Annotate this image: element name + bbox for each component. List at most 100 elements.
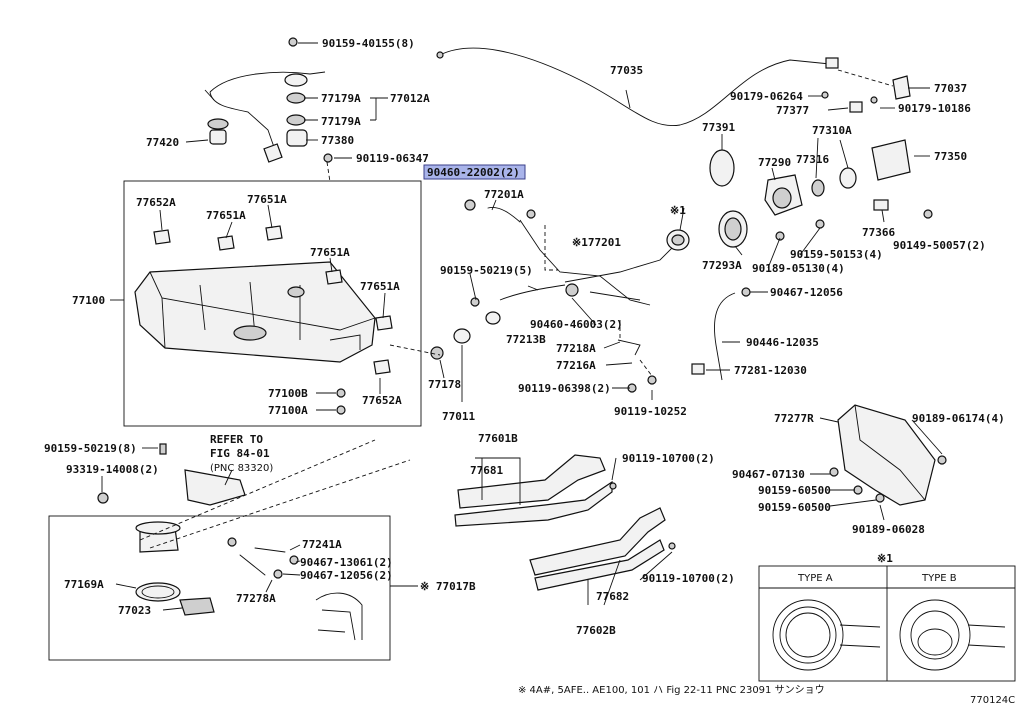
label-93319-14008[interactable]: 93319-14008(2) — [66, 463, 159, 476]
type-a-illustration — [772, 599, 881, 671]
label-77201A[interactable]: 77201A — [484, 188, 524, 201]
label-77601B[interactable]: 77601B — [478, 432, 518, 445]
figure-code: 770124C — [970, 695, 1015, 706]
label-77241A[interactable]: 77241A — [302, 538, 342, 551]
label-77012A[interactable]: 77012A — [390, 92, 430, 105]
label-refer-to: REFER TO — [210, 433, 263, 446]
label-77017B[interactable]: ※ 77017B — [420, 580, 476, 593]
label-77035[interactable]: 77035 — [610, 64, 643, 77]
label-90189-06028[interactable]: 90189-06028 — [852, 523, 925, 536]
label-77380[interactable]: 77380 — [321, 134, 354, 147]
fuel-door-housing — [709, 91, 933, 297]
tank-pad-6 — [373, 359, 391, 375]
label-77420[interactable]: 77420 — [146, 136, 179, 149]
label-77681[interactable]: 77681 — [470, 464, 503, 477]
label-90119-10700-lower[interactable]: 90119-10700(2) — [642, 572, 735, 585]
leader-lines — [101, 42, 943, 611]
label-90460-22002[interactable]: 90460-22002(2) — [427, 166, 520, 179]
label-77100B[interactable]: 77100B — [268, 387, 308, 400]
label-star1-legend: ※1 — [877, 552, 893, 565]
label-77316[interactable]: 77316 — [796, 153, 829, 166]
part-labels: 90159-40155(8) 77012A 77179A 77179A 7742… — [44, 37, 1015, 706]
label-77391[interactable]: 77391 — [702, 121, 735, 134]
label-90446-12035[interactable]: 90446-12035 — [746, 336, 819, 349]
label-77377[interactable]: 77377 — [776, 104, 809, 117]
label-77037[interactable]: 77037 — [934, 82, 967, 95]
label-90149-50057[interactable]: 90149-50057(2) — [893, 239, 986, 252]
label-star1-neck: ※1 — [670, 204, 686, 217]
tank-pad-3 — [265, 225, 283, 241]
label-90159-60500-upper[interactable]: 90159-60500 — [758, 484, 831, 497]
heat-shield — [829, 404, 947, 506]
label-77100A[interactable]: 77100A — [268, 404, 308, 417]
label-90467-12056[interactable]: 90467-12056 — [770, 286, 843, 299]
fuel-tank — [134, 225, 393, 415]
label-90159-50219-5[interactable]: 90159-50219(5) — [440, 264, 533, 277]
label-77213B[interactable]: 77213B — [506, 333, 546, 346]
label-77023[interactable]: 77023 — [118, 604, 151, 617]
label-type-b: TYPE B — [921, 573, 957, 584]
label-90189-05130[interactable]: 90189-05130(4) — [752, 262, 845, 275]
label-refer-pnc: (PNC 83320) — [210, 463, 273, 474]
label-90467-07130[interactable]: 90467-07130 — [732, 468, 805, 481]
label-77293A[interactable]: 77293A — [702, 259, 742, 272]
label-77281-12030[interactable]: 77281-12030 — [734, 364, 807, 377]
label-77652A-bottom[interactable]: 77652A — [362, 394, 402, 407]
label-90179-10186[interactable]: 90179-10186 — [898, 102, 971, 115]
label-77290[interactable]: 77290 — [758, 156, 791, 169]
label-77652A-top[interactable]: 77652A — [136, 196, 176, 209]
label-90159-60500-lower[interactable]: 90159-60500 — [758, 501, 831, 514]
label-90119-10252[interactable]: 90119-10252 — [614, 405, 687, 418]
label-77100[interactable]: 77100 — [72, 294, 105, 307]
label-77310A[interactable]: 77310A — [812, 124, 852, 137]
label-90467-13061[interactable]: 90467-13061(2) — [300, 556, 393, 569]
tank-pad-2 — [217, 235, 235, 251]
label-77651A-mid[interactable]: 77651A — [310, 246, 350, 259]
label-77218A[interactable]: 77218A — [556, 342, 596, 355]
label-77277R[interactable]: 77277R — [774, 412, 814, 425]
label-77682[interactable]: 77682 — [596, 590, 629, 603]
label-77178[interactable]: 77178 — [428, 378, 461, 391]
label-77278A[interactable]: 77278A — [236, 592, 276, 605]
fuel-door-cable — [436, 47, 911, 127]
label-90179-06264[interactable]: 90179-06264 — [730, 90, 803, 103]
fuel-tank-box — [123, 180, 422, 427]
type-b-illustration — [899, 599, 1006, 671]
label-90189-06174[interactable]: 90189-06174(4) — [912, 412, 1005, 425]
label-90460-46003[interactable]: 90460-46003(2) — [530, 318, 623, 331]
label-type-a: TYPE A — [797, 573, 833, 584]
label-90159-40155[interactable]: 90159-40155(8) — [322, 37, 415, 50]
label-77651A-right[interactable]: 77651A — [360, 280, 400, 293]
footnote: ※ 4A#, 5AFE.. AE100, 101 ハ Fig 22-11 PNC… — [518, 684, 825, 696]
dashed-leaders — [139, 161, 653, 549]
drain-hose — [691, 292, 736, 381]
label-77350[interactable]: 77350 — [934, 150, 967, 163]
label-77011[interactable]: 77011 — [442, 410, 475, 423]
label-90119-06347[interactable]: 90119-06347 — [356, 152, 429, 165]
filler-neck — [430, 199, 690, 393]
label-90119-06398[interactable]: 90119-06398(2) — [518, 382, 611, 395]
highlight-90460-22002 — [423, 164, 526, 180]
label-77651A-top-left[interactable]: 77651A — [206, 209, 246, 222]
pump-assembly-box — [48, 515, 391, 661]
label-90467-12056-2[interactable]: 90467-12056(2) — [300, 569, 393, 582]
label-refer-fig[interactable]: FIG 84-01 — [210, 447, 270, 460]
label-77366[interactable]: 77366 — [862, 226, 895, 239]
label-77216A[interactable]: 77216A — [556, 359, 596, 372]
label-77602B[interactable]: 77602B — [576, 624, 616, 637]
label-77651A-top-right[interactable]: 77651A — [247, 193, 287, 206]
tank-straps — [454, 454, 676, 591]
type-legend-box — [758, 565, 1016, 682]
tank-pad-5 — [375, 315, 393, 331]
label-77179A-upper[interactable]: 77179A — [321, 92, 361, 105]
label-77179A-lower[interactable]: 77179A — [321, 115, 361, 128]
label-77169A[interactable]: 77169A — [64, 578, 104, 591]
label-90159-50153[interactable]: 90159-50153(4) — [790, 248, 883, 261]
label-90159-50219-8[interactable]: 90159-50219(8) — [44, 442, 137, 455]
tank-pad-4 — [325, 269, 343, 285]
label-90119-10700-upper[interactable]: 90119-10700(2) — [622, 452, 715, 465]
vent-line-assembly — [204, 37, 333, 163]
tank-pad-1 — [153, 229, 171, 245]
label-77201[interactable]: ※177201 — [572, 236, 621, 249]
